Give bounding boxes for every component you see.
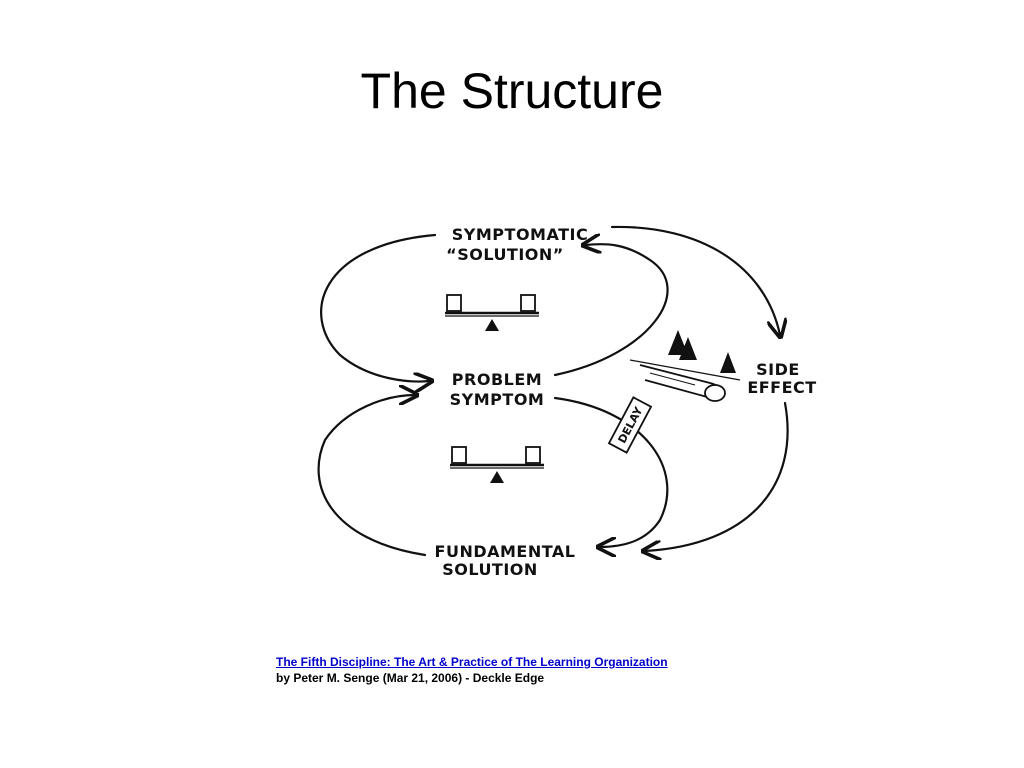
balance-icon [450, 446, 544, 483]
delay-box [607, 396, 653, 454]
arrow-side-effect-to-fundamental [645, 401, 789, 551]
arrow-fundamental-to-problem [317, 395, 427, 557]
byline: by Peter M. Senge (Mar 21, 2006) - Deckl… [276, 671, 545, 685]
delay-marker: DELAY [607, 396, 653, 454]
arrow-solution-to-side-effect [610, 225, 780, 335]
symptomatic-label-2: “SOLUTION” [446, 245, 564, 264]
slide-title: The Structure [360, 63, 664, 119]
problem-label-1: PROBLEM [452, 370, 542, 389]
book-link[interactable]: The Fifth Discipline: The Art & Practice… [276, 655, 668, 669]
side-effect-label-1: SIDE [756, 360, 800, 379]
tree-icon [668, 330, 736, 373]
arrow-solution-to-problem [320, 233, 437, 382]
fundamental-label-1: FUNDAMENTAL [435, 542, 576, 561]
arrow-problem-to-solution [553, 244, 669, 377]
log-icon [629, 359, 741, 402]
archetype-diagram: SYMPTOMATIC “SOLUTION” PROBLEM SYMPTOM F… [300, 205, 860, 605]
balance-icon [445, 294, 539, 331]
fundamental-label-2: SOLUTION [442, 560, 538, 579]
arrow-problem-to-fundamental [553, 396, 669, 547]
diagram-svg: SYMPTOMATIC “SOLUTION” PROBLEM SYMPTOM F… [317, 225, 816, 579]
citation: The Fifth Discipline: The Art & Practice… [276, 655, 668, 685]
symptomatic-label-1: SYMPTOMATIC [452, 225, 588, 244]
problem-label-2: SYMPTOM [450, 390, 545, 409]
side-effect-label-2: EFFECT [747, 378, 816, 397]
